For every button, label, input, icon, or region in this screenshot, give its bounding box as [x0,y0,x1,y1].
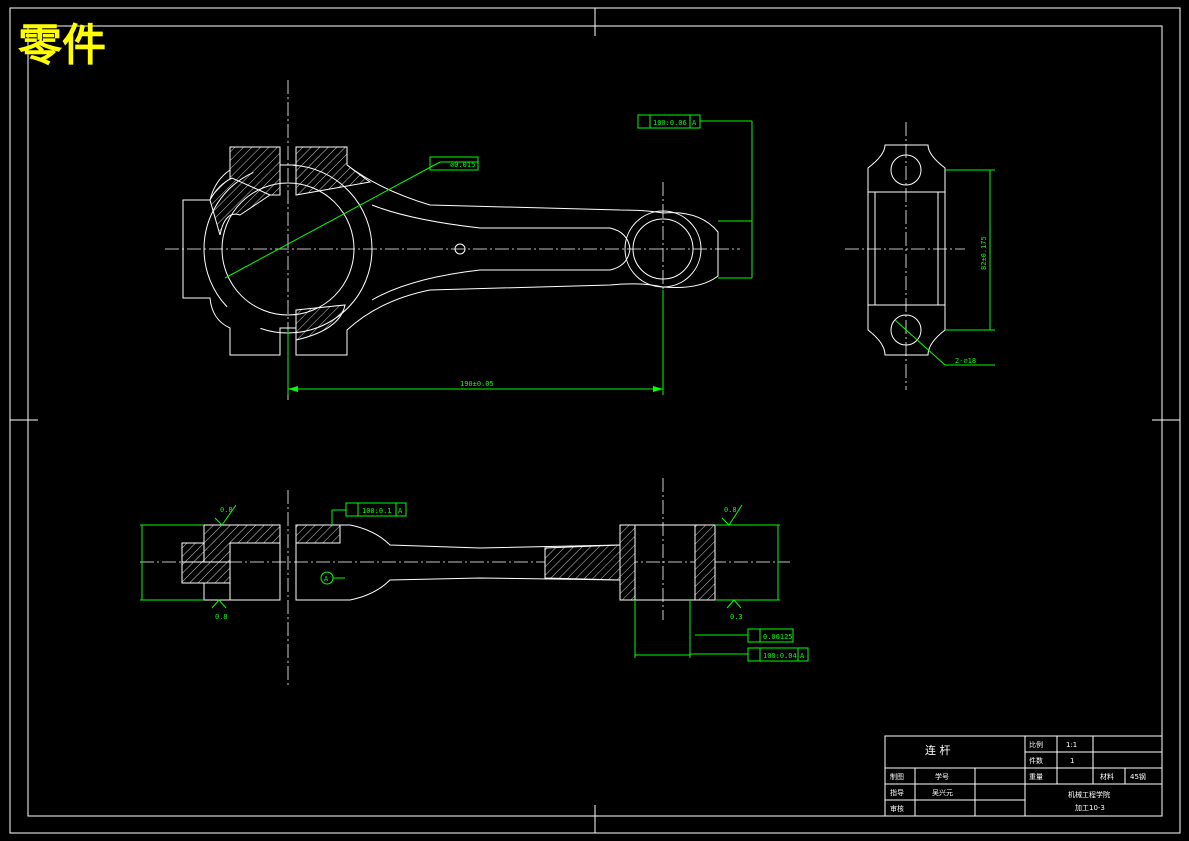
part-name: 连 杆 [925,743,951,757]
datum-label-2: A [398,507,403,515]
bottom-view: 0.8 0.8 0.8 0.3 100:0.1 A A 0.00125 10 [140,478,809,685]
tolerance-label-3: 100:0.1 [362,507,392,515]
count-value: 1 [1070,757,1074,765]
datum-label-4: A [800,652,805,660]
side-view: 82±0.175 2-∅18 [845,122,995,390]
material-label: 材料 [1100,772,1114,781]
datum-label-3: A [324,575,329,583]
material-value: 45钢 [1130,772,1146,781]
tolerance-label-5: 100:0.04 [763,652,797,660]
scale-value: 1:1 [1066,741,1077,749]
front-view: 190±0.05 ∅0.015 100:0.06 A [165,80,753,400]
roughness-label-3: 0.8 [724,506,737,514]
roughness-label-1: 0.8 [220,506,233,514]
student-label: 学号 [935,772,949,781]
scale-label: 比例 [1029,740,1043,749]
review-label: 审核 [890,804,904,813]
height-label: 82±0.175 [980,236,988,270]
roughness-label-4: 0.3 [730,613,743,621]
tolerance-label-2: 100:0.06 [653,119,687,127]
tolerance-label-1: ∅0.015 [450,161,475,169]
advisor-label: 指导 [890,788,904,797]
hole-label: 2-∅18 [955,357,976,365]
page-title: 零件 [18,20,106,71]
roughness-label-2: 0.8 [215,613,228,621]
class-name: 加工10-3 [1075,803,1105,812]
school-name: 机械工程学院 [1068,790,1110,799]
count-label: 件数 [1029,756,1043,765]
weight-label: 重量 [1029,773,1043,781]
designer-label: 制图 [890,772,904,781]
advisor-name: 吴兴元 [932,788,953,797]
tolerance-label-4: 0.00125 [763,633,793,641]
title-block: 连 杆 比例 1:1 件数 1 制图 学号 重量 材料 45钢 指导 吴兴元 审… [884,735,1163,817]
drawing-frame [9,7,1181,834]
datum-label-1: A [692,119,697,127]
center-distance-label: 190±0.05 [460,380,494,388]
